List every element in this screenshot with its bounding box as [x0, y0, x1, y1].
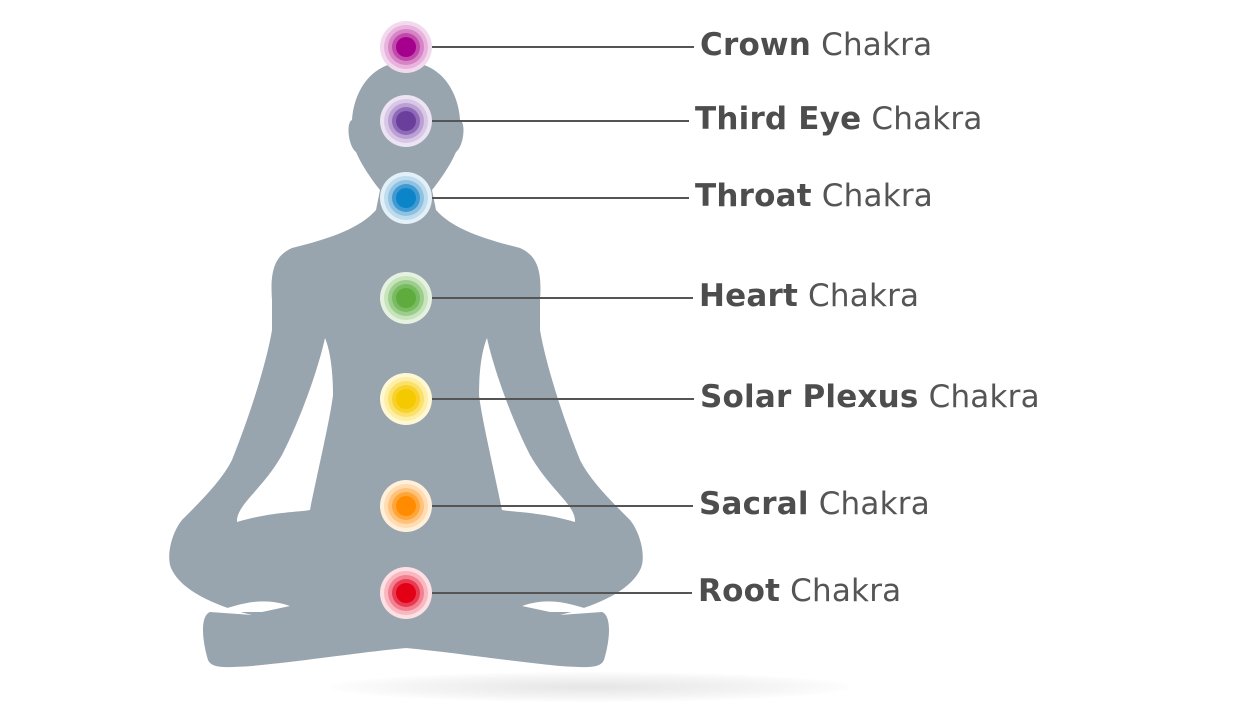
crown-chakra-label: Crown Chakra	[700, 30, 932, 61]
solar-plexus-chakra-icon	[380, 373, 432, 425]
chakra-name: Sacral	[699, 486, 809, 522]
third-eye-chakra-icon	[380, 95, 432, 147]
heart-chakra-icon	[380, 272, 432, 324]
throat-chakra-icon	[380, 172, 432, 224]
chakra-name: Throat	[695, 178, 812, 214]
sacral-chakra-label: Sacral Chakra	[699, 489, 930, 520]
chakra-suffix: Chakra	[918, 379, 1040, 415]
crown-chakra-icon	[380, 21, 432, 73]
heart-chakra-label: Heart Chakra	[699, 281, 919, 312]
chakra-name: Solar Plexus	[700, 379, 919, 415]
chakra-suffix: Chakra	[861, 101, 983, 137]
chakra-suffix: Chakra	[808, 486, 930, 522]
root-chakra-label: Root Chakra	[698, 576, 901, 607]
chakra-name: Crown	[700, 27, 812, 63]
root-chakra-icon	[380, 567, 432, 619]
third-eye-chakra-label: Third Eye Chakra	[695, 104, 983, 135]
throat-chakra-label: Throat Chakra	[695, 181, 933, 212]
chakra-suffix: Chakra	[798, 278, 920, 314]
sacral-chakra-icon	[380, 480, 432, 532]
chakra-suffix: Chakra	[811, 178, 933, 214]
solar-plexus-chakra-label: Solar Plexus Chakra	[700, 382, 1040, 413]
chakra-name: Root	[698, 573, 781, 609]
chakra-name: Third Eye	[695, 101, 862, 137]
chakra-suffix: Chakra	[780, 573, 902, 609]
chakra-name: Heart	[699, 278, 798, 314]
chakra-suffix: Chakra	[811, 27, 933, 63]
